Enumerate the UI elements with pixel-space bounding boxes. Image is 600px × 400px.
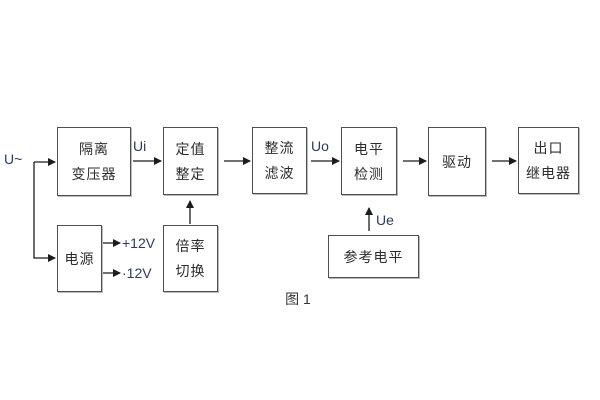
rail-minus12v-label: ·12V — [122, 265, 152, 281]
block-label: 驱动 — [442, 153, 472, 170]
wire-input-to-power — [33, 162, 56, 262]
block-power-supply: 电源 — [57, 225, 102, 292]
block-label: 滤波 — [264, 165, 295, 181]
block-output-relay: 出口 继电器 — [518, 127, 579, 194]
block-label: 整定 — [175, 165, 206, 182]
block-label: 定值 — [175, 140, 206, 157]
block-label: 变压器 — [71, 166, 117, 182]
block-label: 倍率 — [175, 238, 206, 254]
figure-caption: 图 1 — [285, 291, 311, 307]
input-voltage-label: U~ — [4, 151, 23, 167]
block-isolation-transformer: 隔离 变压器 — [57, 127, 131, 196]
signal-ue-label: Ue — [376, 212, 394, 228]
block-label: 隔离 — [79, 141, 109, 157]
block-label: 电平 — [354, 140, 384, 157]
block-label: 继电器 — [526, 165, 571, 181]
block-level-detection: 电平 检测 — [341, 127, 397, 195]
signal-uo-label: Uo — [311, 138, 329, 154]
block-ratio-switch: 倍率 切换 — [163, 225, 218, 292]
block-label: 电源 — [64, 250, 95, 267]
signal-ui-label: Ui — [133, 138, 147, 154]
block-label: 参考电平 — [343, 248, 404, 265]
block-value-setting: 定值 整定 — [163, 127, 218, 195]
block-reference-level: 参考电平 — [328, 235, 419, 278]
block-drive: 驱动 — [428, 127, 486, 196]
block-rectifier-filter: 整流 滤波 — [252, 127, 307, 194]
rail-plus12v-label: +12V — [122, 235, 156, 251]
block-label: 整流 — [264, 140, 295, 156]
block-label: 检测 — [354, 165, 384, 182]
block-label: 出口 — [533, 140, 564, 156]
block-label: 切换 — [175, 263, 206, 279]
